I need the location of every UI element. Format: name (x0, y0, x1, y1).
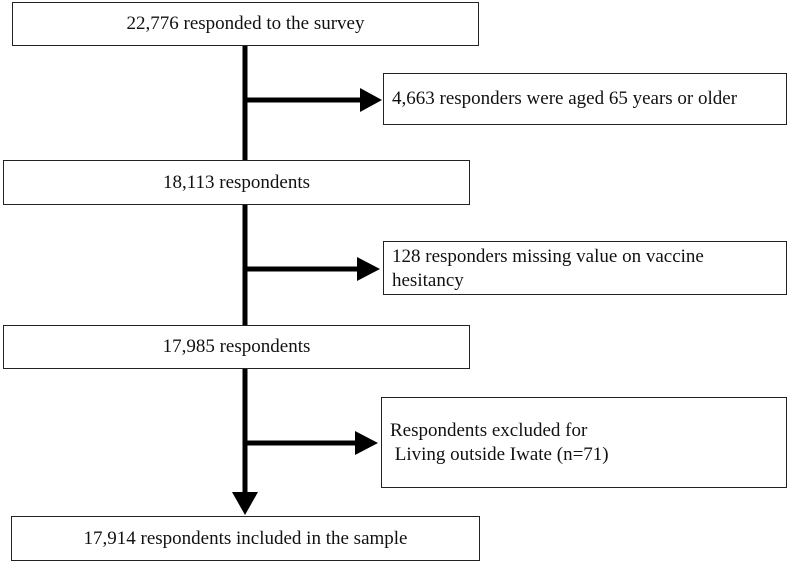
branch-arrowhead-3 (355, 431, 378, 455)
step-box-after-missing: 17,985 respondents (3, 325, 470, 369)
step-text-final-sample: 17,914 respondents included in the sampl… (83, 527, 408, 549)
spine-arrowhead (232, 492, 258, 515)
step-text-after-age: 18,113 respondents (162, 171, 311, 193)
exclusion-text-location: Respondents excluded for Living outside … (390, 419, 609, 467)
step-box-survey: 22,776 responded to the survey (12, 2, 479, 46)
exclusion-text-location-line1: Respondents excluded for (390, 419, 588, 441)
step-text-after-missing: 17,985 respondents (162, 336, 311, 357)
step-box-after-age: 18,113 respondents (3, 160, 470, 205)
branch-arrowhead-2 (357, 257, 380, 281)
step-text-survey: 22,776 responded to the survey (126, 13, 365, 34)
exclusion-text-location-line2: Living outside Iwate (n=71) (390, 443, 609, 465)
branch-arrowhead-1 (360, 88, 382, 112)
exclusion-box-missing: 128 responders missing value on vaccine … (383, 241, 787, 295)
step-box-final-sample: 17,914 respondents included in the sampl… (11, 516, 480, 561)
exclusion-text-age: 4,663 responders were aged 65 years or o… (392, 88, 738, 109)
exclusion-box-location: Respondents excluded for Living outside … (381, 397, 787, 488)
exclusion-box-age: 4,663 responders were aged 65 years or o… (383, 73, 787, 125)
exclusion-text-missing-line1: 128 responders missing value on vaccine (392, 246, 704, 267)
exclusion-text-missing-line2: hesitancy (392, 270, 464, 291)
